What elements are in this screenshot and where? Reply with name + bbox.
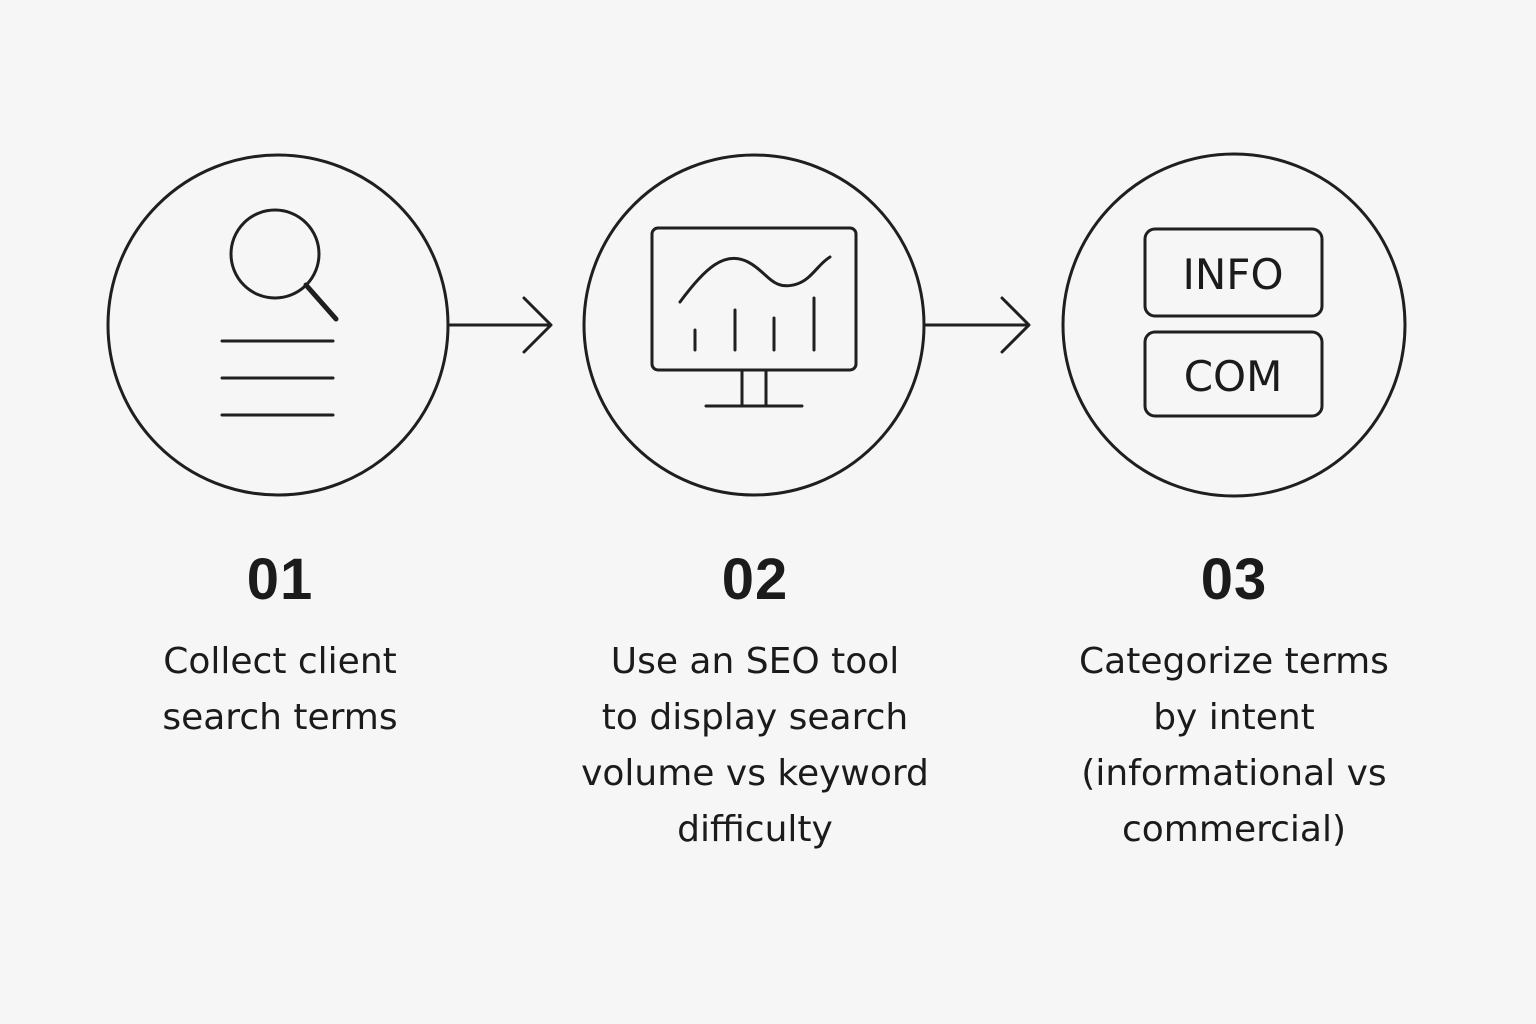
step-3: 03 Categorize terms by intent (informati…: [1034, 548, 1434, 858]
step-3-number: 03: [1200, 547, 1268, 612]
step-2-number: 02: [721, 547, 789, 612]
com-tag-label: COM: [1184, 352, 1283, 401]
step-1-circle: [106, 153, 450, 497]
step-1-number: 01: [246, 547, 314, 612]
arrow-right-icon: [924, 296, 1031, 354]
com-tag-box: [1143, 330, 1324, 418]
step-1-description: Collect client search terms: [162, 641, 398, 738]
step-3-circle: [1061, 152, 1407, 498]
step-3-description: Categorize terms by intent (informationa…: [1079, 641, 1389, 850]
monitor-chart-icon: [650, 226, 858, 408]
step-2-circle: [582, 153, 926, 497]
info-tag-label: INFO: [1182, 250, 1283, 299]
step-1: 01 Collect client search terms: [80, 548, 480, 746]
intent-tags-icon: [1143, 227, 1324, 418]
arrow-right-icon: [448, 296, 553, 354]
step-2-description: Use an SEO tool to display search volume…: [581, 641, 929, 850]
info-tag-box: [1143, 227, 1324, 318]
search-list-icon: [220, 208, 339, 417]
step-2: 02 Use an SEO tool to display search vol…: [555, 548, 955, 858]
